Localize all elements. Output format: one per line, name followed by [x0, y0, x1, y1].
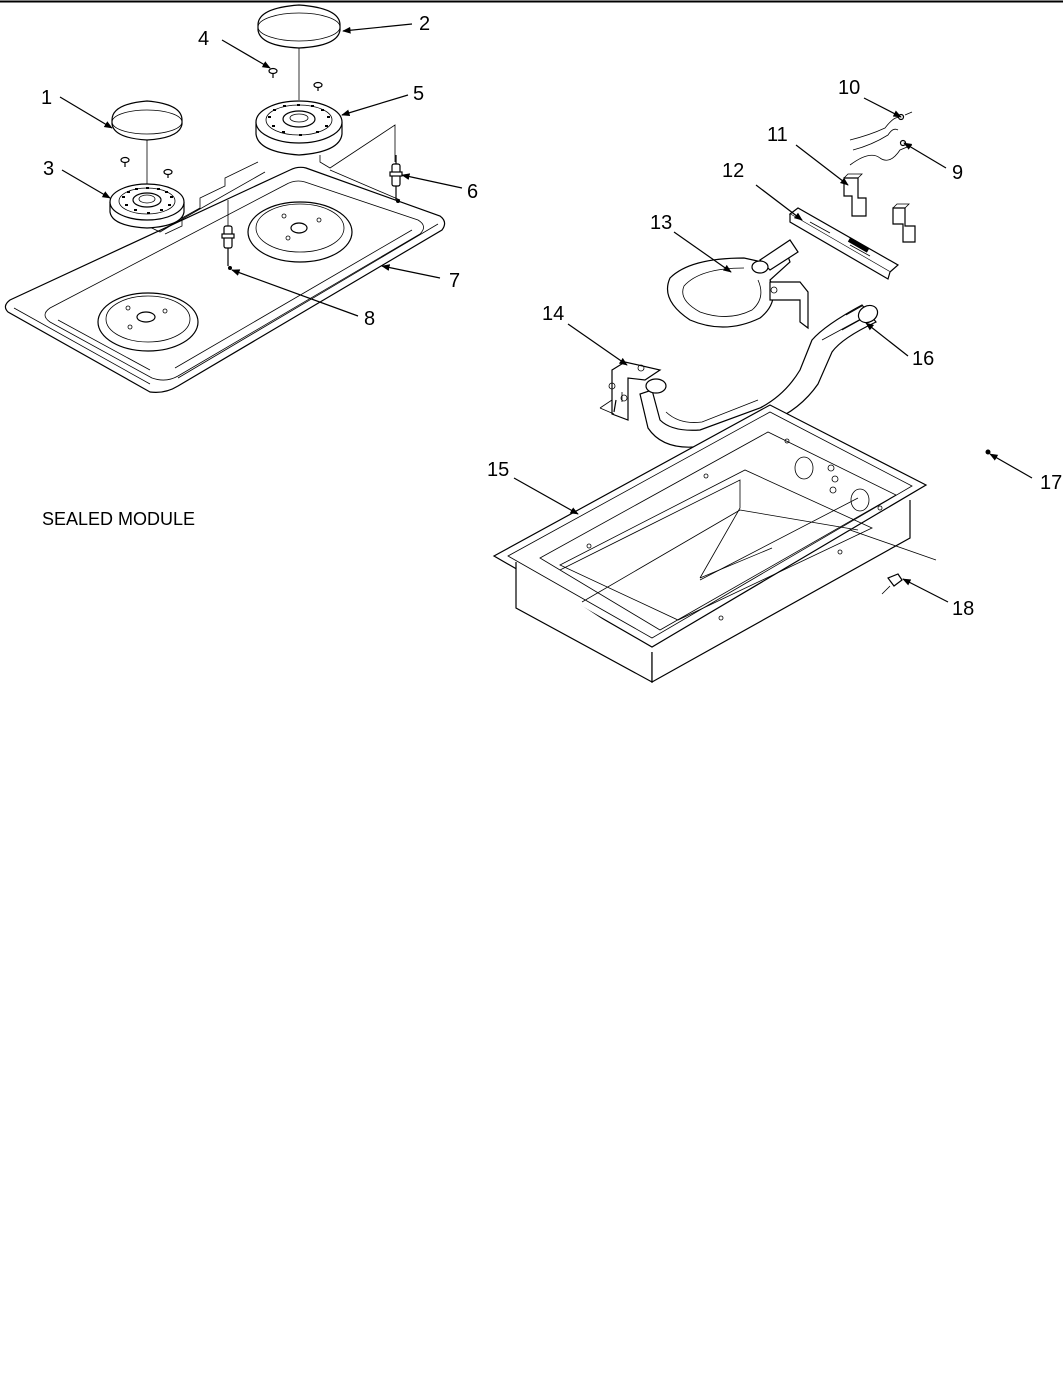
burner-tube [666, 239, 809, 330]
callout-15: 15 [487, 459, 509, 481]
burner-well-front [97, 292, 199, 352]
screw-4 [268, 67, 278, 78]
mounting-bracket-pair [843, 173, 916, 243]
callout-11: 11 [767, 124, 788, 146]
callout-8: 8 [364, 308, 375, 330]
igniter-rear [389, 155, 403, 203]
callout-4: 4 [198, 28, 209, 50]
burner-box-assembly [492, 111, 991, 684]
callout-2: 2 [419, 13, 430, 35]
screw-17 [985, 449, 991, 455]
screw-right [163, 168, 173, 178]
retaining-clip [881, 573, 903, 595]
callout-10: 10 [838, 77, 860, 99]
manifold-bracket [788, 207, 900, 280]
cooktop-panel [4, 166, 446, 393]
burner-base-small [109, 183, 185, 229]
screw-4b [313, 81, 323, 91]
burner-cap-large [257, 4, 341, 49]
burner-box [492, 404, 937, 684]
gas-supply-tube [639, 304, 879, 448]
callout-labels: 1 2 3 4 5 6 7 8 9 10 11 12 13 14 15 16 1… [41, 13, 1062, 620]
burner-cap-small [111, 100, 183, 141]
screw-left [120, 156, 130, 167]
callout-13: 13 [650, 212, 672, 234]
callout-12: 12 [722, 160, 744, 182]
callout-5: 5 [413, 83, 424, 105]
burner-well-rear [247, 201, 353, 263]
callout-16: 16 [912, 348, 934, 370]
callout-3: 3 [43, 158, 54, 180]
diagram-title: SEALED MODULE [42, 509, 195, 529]
callout-14: 14 [542, 303, 564, 325]
callout-1: 1 [41, 87, 52, 109]
igniter-front [221, 200, 235, 270]
callout-6: 6 [467, 181, 478, 203]
cooktop-assembly [4, 4, 446, 393]
ignition-wire [849, 111, 913, 166]
callout-7: 7 [449, 270, 460, 292]
leader-lines [59, 23, 1033, 603]
valve-bracket [599, 361, 662, 421]
callout-9: 9 [952, 162, 963, 184]
callout-18: 18 [952, 598, 974, 620]
callout-17: 17 [1040, 472, 1062, 494]
burner-base-large [255, 100, 343, 156]
